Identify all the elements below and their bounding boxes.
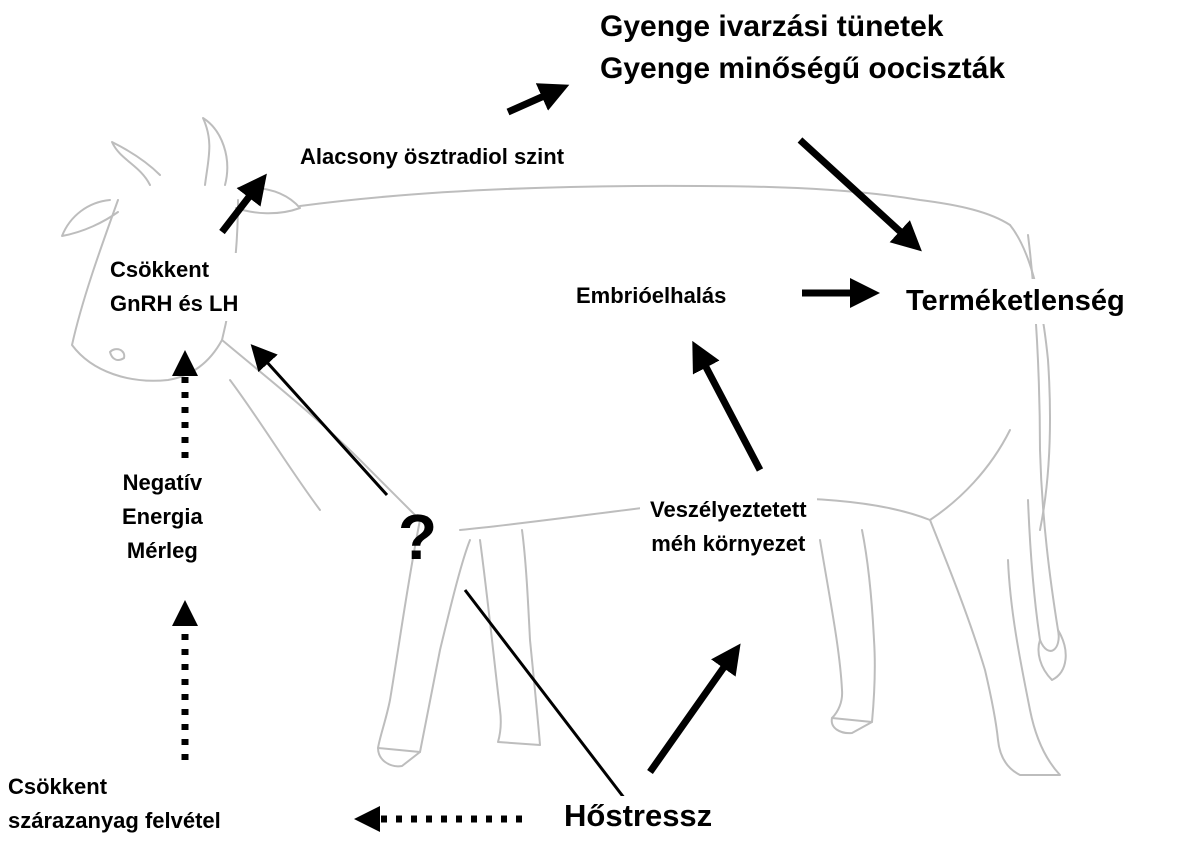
line-heat-stress-to-unknown bbox=[465, 590, 628, 803]
label-unknown: ? bbox=[398, 505, 437, 569]
arrow-reduced-gnrh-to-low-estradiol bbox=[222, 180, 262, 232]
arrow-unknown-to-reduced-gnrh bbox=[256, 350, 387, 495]
label-neb: Negatív Energia Mérleg bbox=[118, 466, 207, 568]
label-neb-line-1: Negatív bbox=[122, 466, 203, 500]
label-reduced-dmi-line-2: szárazanyag felvétel bbox=[8, 804, 221, 838]
label-poor-signs-line-2: Gyenge minőségű oociszták bbox=[600, 48, 1005, 90]
label-uterine-env: Veszélyeztetett méh környezet bbox=[640, 493, 817, 561]
label-low-estradiol-text: Alacsony ösztradiol szint bbox=[300, 140, 564, 174]
label-heat-stress-text: Hőstressz bbox=[564, 796, 712, 836]
label-infertility: Terméketlenség bbox=[902, 279, 1129, 324]
label-embryo-death-text: Embrióelhalás bbox=[576, 279, 726, 313]
label-neb-line-2: Energia bbox=[122, 500, 203, 534]
arrow-uterine-env-to-embryo-death bbox=[696, 348, 760, 470]
label-low-estradiol: Alacsony ösztradiol szint bbox=[296, 140, 568, 174]
label-poor-signs-line-1: Gyenge ivarzási tünetek bbox=[600, 6, 1005, 48]
label-infertility-text: Terméketlenség bbox=[906, 279, 1125, 324]
label-embryo-death: Embrióelhalás bbox=[572, 279, 730, 313]
label-neb-line-3: Mérleg bbox=[122, 534, 203, 568]
label-uterine-env-line-1: Veszélyeztetett bbox=[650, 493, 807, 527]
label-reduced-gnrh: Csökkent GnRH és LH bbox=[106, 253, 242, 321]
label-uterine-env-line-2: méh környezet bbox=[650, 527, 807, 561]
label-reduced-gnrh-line-1: Csökkent bbox=[110, 253, 238, 287]
label-poor-signs: Gyenge ivarzási tünetek Gyenge minőségű … bbox=[594, 6, 1011, 90]
label-reduced-dmi: Csökkent szárazanyag felvétel bbox=[4, 770, 225, 838]
arrow-poor-signs-to-infertility bbox=[800, 140, 916, 246]
arrow-heat-stress-to-uterine-env bbox=[650, 650, 736, 772]
label-unknown-text: ? bbox=[398, 505, 437, 569]
label-reduced-gnrh-line-2: GnRH és LH bbox=[110, 287, 238, 321]
label-reduced-dmi-line-1: Csökkent bbox=[8, 770, 221, 804]
arrow-low-estradiol-to-poor-signs bbox=[508, 88, 562, 112]
label-heat-stress: Hőstressz bbox=[560, 796, 716, 836]
